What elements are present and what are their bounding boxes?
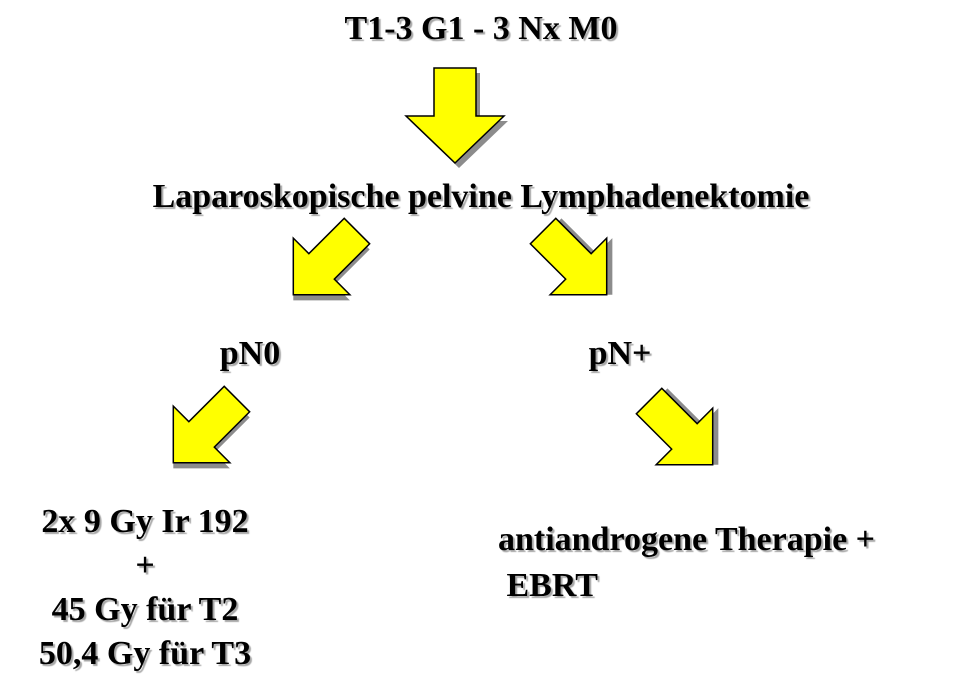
node-pn0-treatment: 2x 9 Gy Ir 192 + 45 Gy für T2 50,4 Gy fü…: [0, 500, 290, 676]
node-pnplus-treatment: antiandrogene Therapie + EBRT: [498, 517, 875, 609]
treatment-line: antiandrogene Therapie +: [498, 521, 876, 558]
block-arrow-icon: [529, 217, 613, 296]
block-arrow-icon: [172, 385, 251, 469]
treatment-line: +: [135, 547, 155, 584]
treatment-line: 2x 9 Gy Ir 192: [41, 503, 249, 540]
node-lymphadenectomy: Laparoskopische pelvine Lymphadenektomie: [152, 178, 810, 215]
node-top-stage: T1-3 G1 - 3 Nx M0: [344, 10, 618, 47]
treatment-line: EBRT: [498, 567, 598, 604]
node-pn-plus: pN+: [588, 335, 652, 372]
block-arrow-icon: [292, 217, 371, 301]
treatment-line: 45 Gy für T2: [51, 591, 239, 628]
block-arrow-icon: [404, 67, 508, 168]
block-arrow-icon: [635, 387, 719, 466]
treatment-line: 50,4 Gy für T3: [38, 635, 252, 672]
node-pn0: pN0: [219, 335, 281, 372]
